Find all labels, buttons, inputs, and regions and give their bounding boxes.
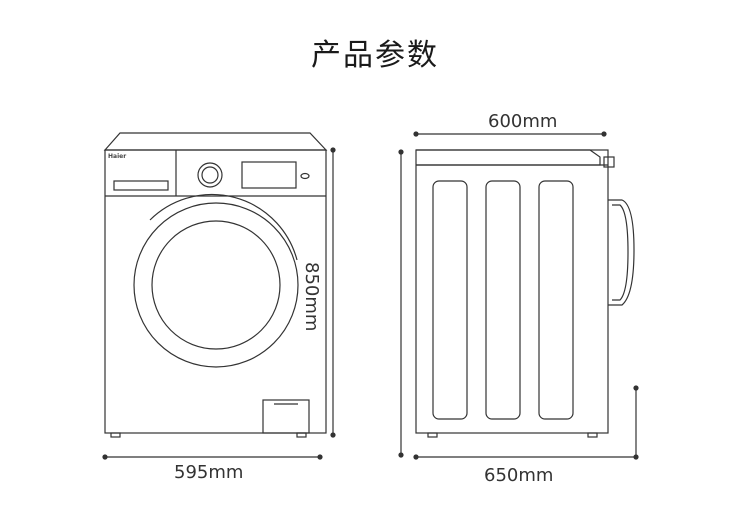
door-hinge-arc [149,193,298,261]
side-foot-right [587,432,598,438]
front-view [103,132,328,438]
front-foot-left [110,432,121,438]
hose-connector [603,156,615,168]
front-foot-right [296,432,307,438]
height-dimension [330,147,336,438]
door-profile [608,199,635,306]
front-width-label: 595mm [174,462,244,483]
program-knob [197,162,223,188]
program-knob-inner [201,166,219,184]
side-depth-bottom-dimension [413,454,639,460]
page-title: 产品参数 [311,38,439,73]
front-width-dimension [102,454,323,460]
detergent-drawer-handle [113,180,169,191]
side-foot-left [427,432,438,438]
side-top-lid [416,149,601,166]
door-outer-ring [133,202,299,368]
side-view [415,149,635,438]
side-vertical-guides [398,149,639,458]
side-depth-top-label: 600mm [488,111,558,132]
side-body [415,149,609,434]
side-panel-3 [538,180,574,420]
front-top-lid [103,132,328,151]
power-button [300,172,310,180]
front-body [104,149,327,434]
side-depth-bottom-label: 650mm [484,465,554,486]
side-panel-2 [485,180,521,420]
brand-logo: Haier [108,153,127,160]
door-glass [151,220,281,350]
filter-cover [262,399,310,434]
side-depth-top-dimension [413,131,607,137]
door-profile-inner [612,204,629,301]
side-panel-1 [432,180,468,420]
height-label: 850mm [301,262,322,332]
display-panel [241,161,297,189]
